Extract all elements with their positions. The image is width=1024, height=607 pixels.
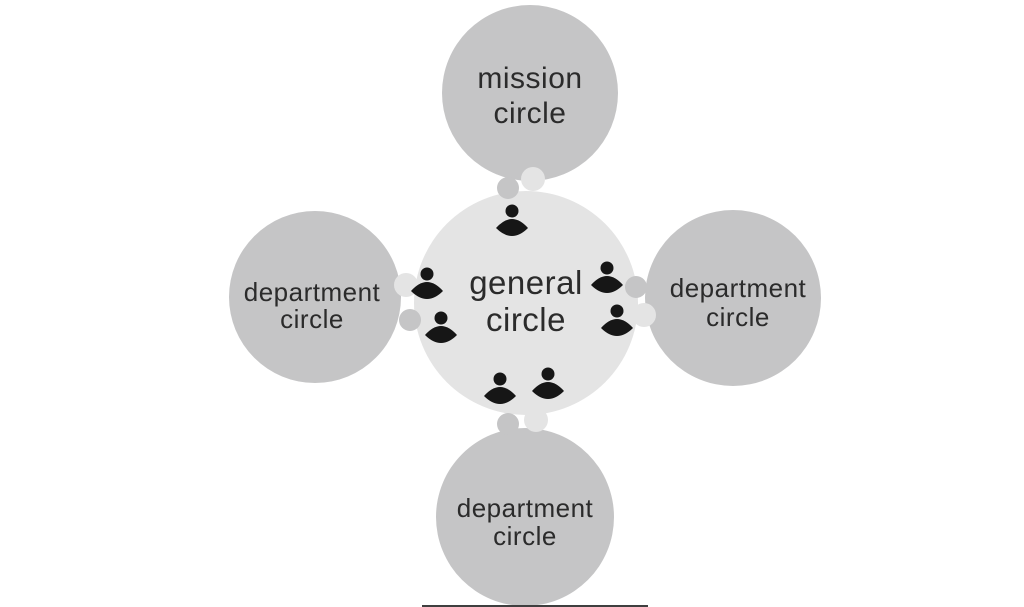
- department-left-label-line1: department: [244, 277, 381, 307]
- person-icon: [591, 261, 623, 293]
- mission-circle-label-line1: mission: [477, 62, 582, 95]
- department-left-label-line2: circle: [280, 304, 344, 334]
- person-icon: [484, 372, 516, 404]
- connector-knob-light-bottom: [524, 408, 548, 432]
- connector-knob-light-right: [632, 303, 656, 327]
- department-circle-left: [229, 211, 401, 383]
- connector-knobs-dark: [399, 177, 647, 435]
- person-icon: [496, 204, 528, 236]
- labels: mission circle general circle department…: [244, 62, 807, 551]
- general-circle-label-line2: circle: [486, 301, 566, 338]
- connector-knob-dark-top: [497, 177, 519, 199]
- department-circle-right: [645, 210, 821, 386]
- department-right-label-line1: department: [670, 273, 807, 303]
- person-icon: [411, 267, 443, 299]
- person-icon: [601, 304, 633, 336]
- department-circle-bottom: [436, 428, 614, 606]
- connector-knob-dark-left: [399, 309, 421, 331]
- mission-circle: [442, 5, 618, 181]
- department-bottom-label-line1: department: [457, 493, 594, 523]
- connector-knob-dark-right: [625, 276, 647, 298]
- bottom-crop-line: [422, 605, 648, 607]
- person-icon: [425, 311, 457, 343]
- connector-knobs-light: [394, 167, 656, 432]
- general-circle: [414, 191, 638, 415]
- connector-knob-dark-bottom: [497, 413, 519, 435]
- mission-circle-label-line2: circle: [493, 97, 566, 130]
- connector-knob-light-top: [521, 167, 545, 191]
- person-icon: [532, 367, 564, 399]
- department-bottom-label-line2: circle: [493, 521, 557, 551]
- general-circle-label-line1: general: [469, 264, 583, 301]
- department-right-label-line2: circle: [706, 302, 770, 332]
- general-circle-members: [411, 204, 633, 404]
